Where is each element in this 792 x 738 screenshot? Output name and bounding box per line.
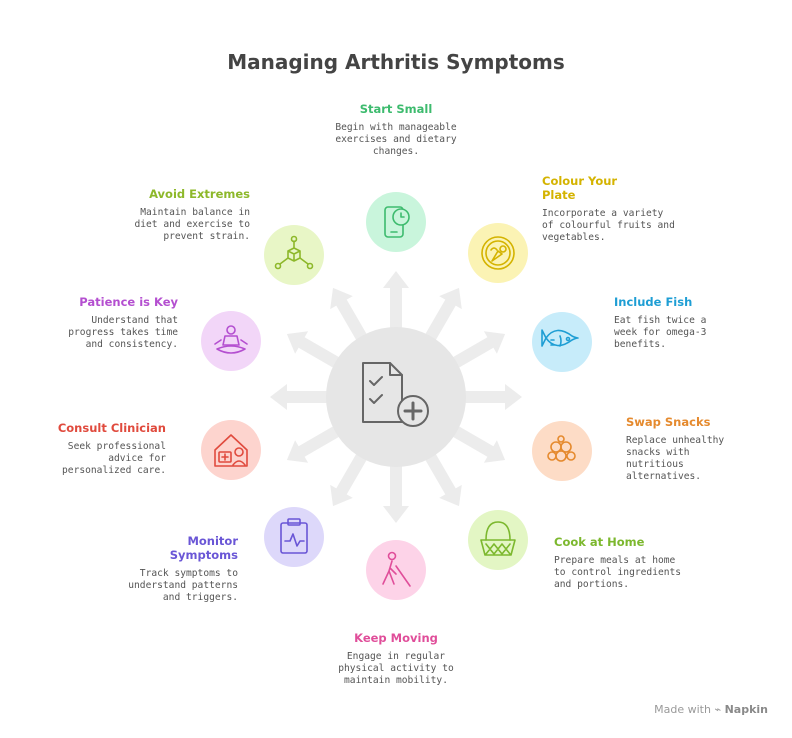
node-6 bbox=[366, 540, 426, 600]
napkin-brand: Napkin bbox=[724, 703, 768, 716]
item-cook-at-home: Cook at Home Prepare meals at home to co… bbox=[554, 535, 714, 591]
arrow bbox=[330, 287, 369, 343]
item-title: Cook at Home bbox=[554, 535, 645, 549]
home-medical-icon bbox=[214, 434, 248, 467]
item-description: Eat fish twice a week for omega-3 benefi… bbox=[614, 315, 707, 350]
arrow bbox=[462, 384, 522, 410]
node-1 bbox=[366, 192, 426, 252]
basket-icon bbox=[480, 521, 516, 556]
node-10 bbox=[264, 225, 324, 285]
item-title: Include Fish bbox=[614, 295, 693, 309]
footer-branding: Made with ⌁ Napkin bbox=[654, 703, 768, 716]
item-description: Incorporate a variety of colourful fruit… bbox=[542, 208, 675, 243]
arrow bbox=[450, 331, 506, 370]
item-consult-clinician: Consult Clinician Seek professional advi… bbox=[16, 421, 166, 477]
node-7 bbox=[264, 507, 324, 567]
item-colour-your-plate: Colour Your Plate Incorporate a variety … bbox=[542, 174, 692, 244]
item-start-small: Start Small Begin with manageable exerci… bbox=[316, 102, 476, 158]
item-title: Avoid Extremes bbox=[149, 187, 250, 201]
item-swap-snacks: Swap Snacks Replace unhealthy snacks wit… bbox=[626, 415, 776, 483]
arrows-group bbox=[270, 271, 522, 523]
arrow bbox=[423, 451, 462, 507]
arrow bbox=[423, 287, 462, 343]
node-circle bbox=[201, 311, 261, 371]
arrow bbox=[450, 424, 506, 463]
napkin-logo-icon: ⌁ bbox=[714, 703, 722, 716]
node-4 bbox=[532, 421, 592, 481]
item-description: Track symptoms to understand patterns an… bbox=[128, 568, 238, 603]
made-with-label: Made with bbox=[654, 703, 711, 716]
item-title: Swap Snacks bbox=[626, 415, 711, 429]
item-monitor-symptoms: Monitor Symptoms Track symptoms to under… bbox=[88, 534, 238, 604]
item-description: Begin with manageable exercises and diet… bbox=[335, 122, 457, 157]
arrow bbox=[286, 331, 342, 370]
node-circle bbox=[532, 312, 592, 372]
node-circle bbox=[468, 223, 528, 283]
arrow bbox=[286, 424, 342, 463]
item-title: Start Small bbox=[359, 102, 433, 116]
meditation-icon bbox=[214, 325, 248, 354]
item-description: Replace unhealthy snacks with nutritious… bbox=[626, 435, 725, 482]
item-title: Monitor Symptoms bbox=[169, 534, 238, 562]
item-patience-is-key: Patience is Key Understand that progress… bbox=[28, 295, 178, 351]
arrow bbox=[330, 451, 369, 507]
network-cube-icon bbox=[274, 235, 314, 270]
item-description: Engage in regular physical activity to m… bbox=[338, 651, 454, 686]
node-9 bbox=[201, 311, 261, 371]
item-title: Keep Moving bbox=[354, 631, 438, 645]
item-avoid-extremes: Avoid Extremes Maintain balance in diet … bbox=[100, 187, 250, 243]
arrow bbox=[383, 463, 409, 523]
node-circle bbox=[201, 420, 261, 480]
arrow bbox=[383, 271, 409, 331]
item-title: Patience is Key bbox=[79, 295, 178, 309]
walking-cane-icon bbox=[382, 551, 411, 587]
central-hub bbox=[326, 327, 466, 467]
node-8 bbox=[201, 420, 261, 480]
node-3 bbox=[532, 312, 592, 372]
item-include-fish: Include Fish Eat fish twice a week for o… bbox=[614, 295, 764, 351]
item-title: Consult Clinician bbox=[57, 421, 166, 435]
item-description: Prepare meals at home to control ingredi… bbox=[554, 555, 682, 590]
node-circle bbox=[366, 540, 426, 600]
medical-document-icon bbox=[362, 362, 429, 427]
fish-icon bbox=[541, 329, 579, 347]
phone-clock-icon bbox=[384, 206, 410, 238]
item-title: Colour Your Plate bbox=[542, 174, 618, 202]
clipboard-pulse-icon bbox=[280, 518, 308, 554]
page-title: Managing Arthritis Symptoms bbox=[227, 50, 565, 74]
berry-icon bbox=[547, 435, 576, 462]
node-2 bbox=[468, 223, 528, 283]
arrow bbox=[270, 384, 330, 410]
item-description: Maintain balance in diet and exercise to… bbox=[134, 207, 250, 242]
item-description: Understand that progress takes time and … bbox=[68, 315, 178, 350]
item-keep-moving: Keep Moving Engage in regular physical a… bbox=[316, 631, 476, 687]
plate-vegetables-icon bbox=[481, 236, 515, 270]
node-5 bbox=[468, 510, 528, 570]
item-description: Seek professional advice for personalize… bbox=[62, 441, 166, 476]
